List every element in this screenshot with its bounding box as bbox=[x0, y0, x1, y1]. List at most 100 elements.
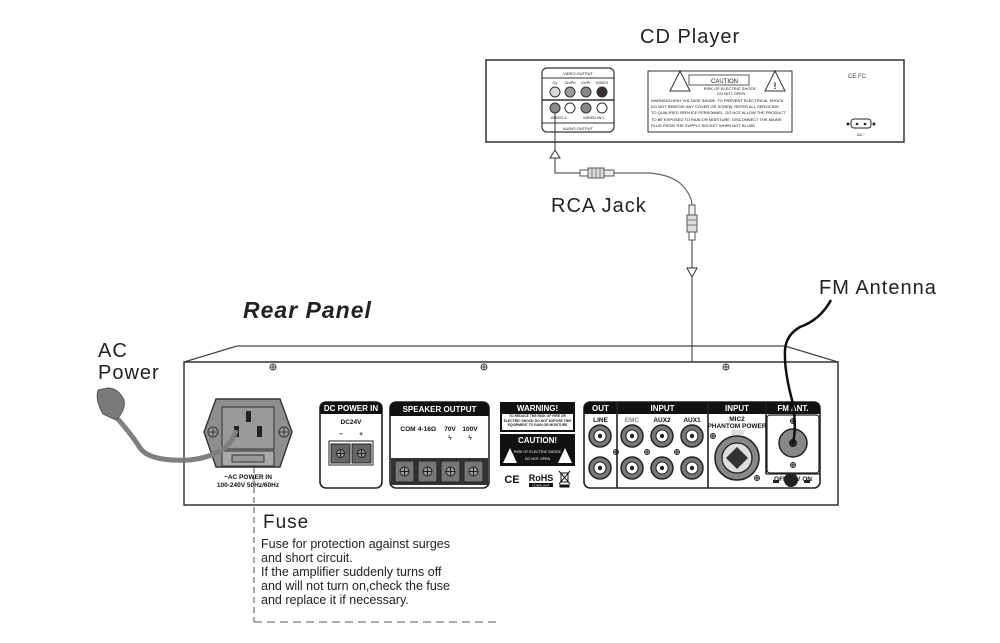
aux1-input-jack[interactable] bbox=[680, 424, 704, 448]
svg-text:TO QUALIFIED SERVICE PERSONNEL: TO QUALIFIED SERVICE PERSONNEL. DO NOT A… bbox=[651, 110, 786, 115]
video-jack-cr[interactable] bbox=[580, 86, 592, 98]
chassis-screw-icon bbox=[269, 363, 730, 371]
svg-text:MIXED-IN L: MIXED-IN L bbox=[583, 115, 605, 120]
cd-cert-marks: CE FC bbox=[848, 74, 867, 80]
ac-power-label: AC Power bbox=[98, 340, 160, 384]
video-jack-composite[interactable] bbox=[596, 86, 608, 98]
aux2-input-jack[interactable] bbox=[650, 456, 674, 480]
speaker-terminal[interactable] bbox=[440, 460, 461, 483]
rca-plug-vertical bbox=[686, 204, 698, 241]
video-jack-cb[interactable] bbox=[564, 86, 576, 98]
svg-text:INPUT: INPUT bbox=[725, 404, 749, 413]
svg-text:Cy: Cy bbox=[553, 80, 558, 85]
weee-bin-icon bbox=[558, 470, 571, 488]
audio-jack-r[interactable] bbox=[549, 102, 561, 114]
cd-av-output-panel: VIDEO OUTPUT Cy Cb/Pb Cr/Pr VIDEO AUDIO-… bbox=[541, 67, 615, 133]
line-out-jack[interactable] bbox=[588, 456, 612, 480]
fm-antenna-wire bbox=[783, 299, 833, 444]
io-panel: OUT INPUT INPUT FM ANT. LINE EMC AUX2 AU… bbox=[583, 401, 821, 489]
svg-text:70V: 70V bbox=[444, 426, 456, 433]
svg-text:INPUT: INPUT bbox=[651, 404, 675, 413]
svg-text:PHANTOM POWER: PHANTOM POWER bbox=[707, 423, 766, 430]
svg-text:RISK OF ELECTRIC SHOCK: RISK OF ELECTRIC SHOCK bbox=[704, 86, 757, 91]
svg-text:100V: 100V bbox=[462, 426, 478, 433]
svg-text:!: ! bbox=[774, 81, 777, 91]
ac-power-inlet[interactable]: ~AC POWER IN 100-240V 50Hz/60Hz bbox=[203, 398, 293, 489]
cd-player-label: CD Player bbox=[640, 26, 741, 48]
exclamation-warning-icon bbox=[764, 69, 786, 92]
lightning-icon: ϟ bbox=[468, 435, 472, 442]
phantom-power-switch[interactable]: OFF 48V ON bbox=[773, 473, 812, 487]
svg-text:−: − bbox=[339, 431, 343, 438]
dc-terminal[interactable] bbox=[330, 443, 351, 464]
cd-ac-socket[interactable]: AC~ bbox=[846, 118, 876, 137]
line-out-jack[interactable] bbox=[588, 424, 612, 448]
aux2-input-jack[interactable] bbox=[650, 424, 674, 448]
aux1-input-jack[interactable] bbox=[680, 456, 704, 480]
cd-player-rear: VIDEO OUTPUT Cy Cb/Pb Cr/Pr VIDEO AUDIO-… bbox=[485, 59, 905, 143]
shock-triangle-icon bbox=[558, 448, 572, 463]
svg-text:OUT: OUT bbox=[592, 404, 609, 413]
svg-text:+: + bbox=[359, 431, 363, 438]
svg-text:100-240V 50Hz/60Hz: 100-240V 50Hz/60Hz bbox=[217, 482, 280, 489]
panel-screw-icon bbox=[613, 418, 796, 481]
svg-text:SPEAKER OUTPUT: SPEAKER OUTPUT bbox=[403, 405, 477, 414]
dc-power-in-section: DC POWER IN DC24V − + bbox=[319, 401, 383, 489]
speaker-terminal[interactable] bbox=[394, 460, 415, 483]
rohs-mark: RoHS bbox=[529, 473, 554, 483]
audio-jack-mixed-in[interactable] bbox=[596, 102, 608, 114]
lightning-icon: ϟ bbox=[448, 435, 452, 442]
speaker-output-section: SPEAKER OUTPUT COM 4-16Ω 70V 100V ϟ ϟ bbox=[389, 401, 490, 489]
audio-jack-l[interactable] bbox=[564, 102, 576, 114]
audio-output-label: AUDIO OUTPUT bbox=[563, 126, 594, 131]
fuse-callout-leader bbox=[253, 467, 498, 623]
svg-text:MIC2: MIC2 bbox=[729, 416, 745, 423]
fm-antenna-label: FM Antenna bbox=[819, 277, 937, 299]
svg-text:Cb/Pb: Cb/Pb bbox=[564, 80, 576, 85]
cd-caution-sticker: ! CAUTION RISK OF ELECTRIC SHOCK DO NOT … bbox=[647, 69, 793, 133]
svg-text:AUDIO-L: AUDIO-L bbox=[551, 115, 568, 120]
svg-text:WARNING!: WARNING! bbox=[517, 404, 558, 413]
svg-text:4-16Ω: 4-16Ω bbox=[418, 426, 436, 433]
svg-text:PLUG FROM THE SUPPLY SOCKET WH: PLUG FROM THE SUPPLY SOCKET WHEN NOT IN … bbox=[651, 123, 755, 128]
speaker-terminal[interactable] bbox=[417, 460, 438, 483]
svg-text:COMPLIANT: COMPLIANT bbox=[532, 483, 550, 487]
ac-power-cable bbox=[96, 387, 239, 463]
warning-triangle-icon bbox=[503, 448, 517, 463]
svg-text:DO NOT OPEN: DO NOT OPEN bbox=[525, 457, 550, 461]
video-jack-y[interactable] bbox=[549, 86, 561, 98]
svg-text:CAUTION!: CAUTION! bbox=[518, 436, 557, 445]
fuse-holder[interactable] bbox=[221, 450, 275, 467]
rca-plug-horizontal bbox=[579, 167, 615, 179]
svg-text:AUX1: AUX1 bbox=[683, 417, 701, 424]
fuse-title: Fuse bbox=[263, 512, 310, 533]
warning-caution-labels: WARNING! TO REDUCE THE RISK OF FIRE OR E… bbox=[500, 402, 575, 488]
mic2-combo-jack[interactable] bbox=[714, 430, 760, 481]
svg-text:LINE: LINE bbox=[593, 417, 608, 424]
fuse-description: Fuse for protection against surges and s… bbox=[261, 537, 451, 607]
svg-text:DC POWER IN: DC POWER IN bbox=[324, 404, 378, 413]
rear-panel-title: Rear Panel bbox=[243, 297, 372, 323]
svg-text:EMC: EMC bbox=[625, 417, 640, 424]
svg-text:AC~: AC~ bbox=[857, 132, 866, 137]
shock-warning-icon bbox=[669, 69, 691, 92]
svg-text:AUX2: AUX2 bbox=[653, 417, 671, 424]
ac-plug-icon bbox=[96, 387, 125, 421]
svg-text:COM: COM bbox=[400, 426, 415, 433]
svg-text:CAUTION: CAUTION bbox=[711, 79, 738, 85]
svg-text:VIDEO: VIDEO bbox=[596, 80, 608, 85]
dc-terminal[interactable] bbox=[351, 443, 372, 464]
audio-jack-mix[interactable] bbox=[580, 102, 592, 114]
emc-input-jack[interactable] bbox=[620, 456, 644, 480]
ce-mark: CE bbox=[504, 474, 519, 486]
svg-text:WARNING:HIGH VOLTAGE INSIDE. T: WARNING:HIGH VOLTAGE INSIDE. TO PREVENT … bbox=[651, 98, 784, 103]
svg-text:DC24V: DC24V bbox=[341, 419, 363, 426]
speaker-terminal[interactable] bbox=[463, 460, 484, 483]
svg-text:RISK OF ELECTRIC SHOCK: RISK OF ELECTRIC SHOCK bbox=[514, 450, 562, 454]
svg-text:Cr/Pr: Cr/Pr bbox=[581, 80, 591, 85]
emc-input-jack[interactable] bbox=[620, 424, 644, 448]
svg-text:DO NOT REMOVE ANY COVER OR SCR: DO NOT REMOVE ANY COVER OR SCREW. REFER … bbox=[651, 104, 779, 109]
rca-jack-label: RCA Jack bbox=[551, 195, 647, 217]
svg-text:DO NOT OPEN: DO NOT OPEN bbox=[717, 91, 745, 96]
